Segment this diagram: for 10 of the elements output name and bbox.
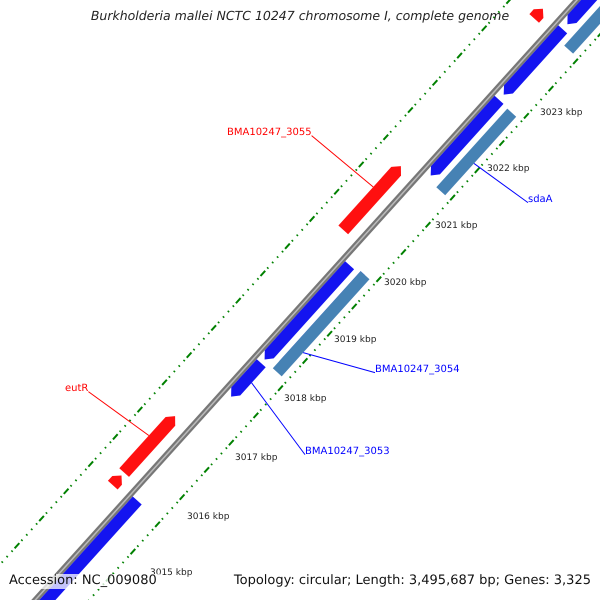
- scale-label: 3021 kbp: [435, 221, 478, 232]
- scale-label: 3020 kbp: [384, 278, 426, 288]
- scale-label: 3023 kbp: [540, 108, 582, 118]
- scale-label: 3018 kbp: [284, 394, 326, 404]
- scale-label: 3022 kbp: [487, 164, 530, 174]
- scale-label: 3019 kbp: [334, 335, 376, 346]
- scale-label: 3016 kbp: [187, 512, 230, 522]
- accession-text: Accession: NC_009080: [6, 574, 160, 589]
- scale-label: 3017 kbp: [235, 453, 278, 464]
- map-title: Burkholderia mallei NCTC 10247 chromosome I, complete genome: [90, 9, 510, 24]
